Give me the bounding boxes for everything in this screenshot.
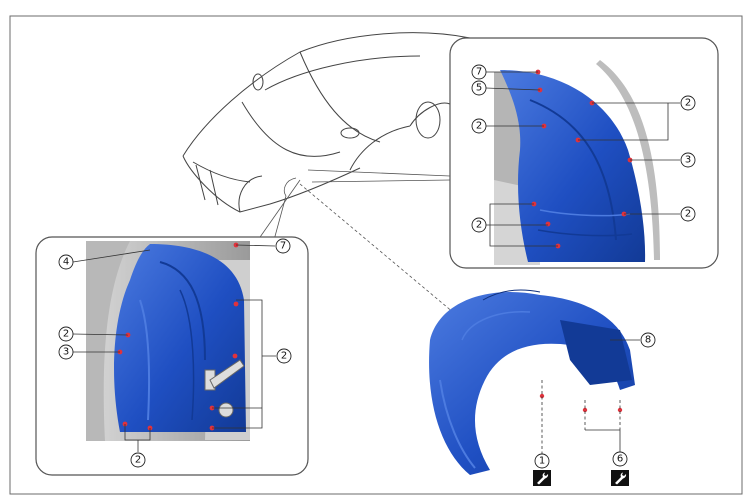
callouts: 4 7 2 3 2 2 7 5 (58, 64, 696, 469)
inner-fender-liner-right (500, 70, 646, 262)
callout-rp-2a: 2 (471, 118, 487, 134)
svg-text:2: 2 (135, 455, 141, 466)
callout-bp-6: 6 (612, 451, 628, 467)
callout-lp-3: 3 (58, 344, 74, 360)
callout-lp-2a: 2 (58, 326, 74, 342)
callout-rp-2c: 2 (680, 206, 696, 222)
wrench-icon (533, 470, 551, 486)
callout-rp-3: 3 (680, 152, 696, 168)
svg-text:1: 1 (539, 456, 545, 467)
callout-rp-2d: 2 (471, 217, 487, 233)
connector-lines (257, 169, 461, 319)
callout-rp-7: 7 (471, 64, 487, 80)
callout-bp-1: 1 (534, 453, 550, 469)
svg-text:2: 2 (476, 220, 482, 231)
svg-text:2: 2 (476, 121, 482, 132)
callout-bp-8: 8 (640, 332, 656, 348)
svg-text:4: 4 (63, 257, 69, 268)
wrench-icon (611, 470, 629, 486)
svg-text:2: 2 (685, 98, 691, 109)
svg-text:2: 2 (63, 329, 69, 340)
svg-text:7: 7 (476, 67, 482, 78)
svg-text:2: 2 (685, 209, 691, 220)
callout-lp-2b: 2 (276, 348, 292, 364)
svg-text:5: 5 (476, 83, 482, 94)
callout-lp-4: 4 (58, 254, 74, 270)
callout-lp-2c: 2 (130, 452, 146, 468)
svg-text:8: 8 (645, 335, 651, 346)
removed-liner-part (429, 289, 640, 475)
svg-text:3: 3 (685, 155, 691, 166)
callout-rp-5: 5 (471, 80, 487, 96)
right-detail-panel (449, 37, 719, 269)
svg-text:3: 3 (63, 347, 69, 358)
svg-text:7: 7 (280, 241, 286, 252)
car-outline (182, 32, 471, 213)
svg-text:2: 2 (281, 351, 287, 362)
svg-text:6: 6 (617, 454, 623, 465)
left-detail-panel (35, 236, 309, 476)
callout-rp-2b: 2 (680, 95, 696, 111)
callout-lp-7: 7 (275, 238, 291, 254)
